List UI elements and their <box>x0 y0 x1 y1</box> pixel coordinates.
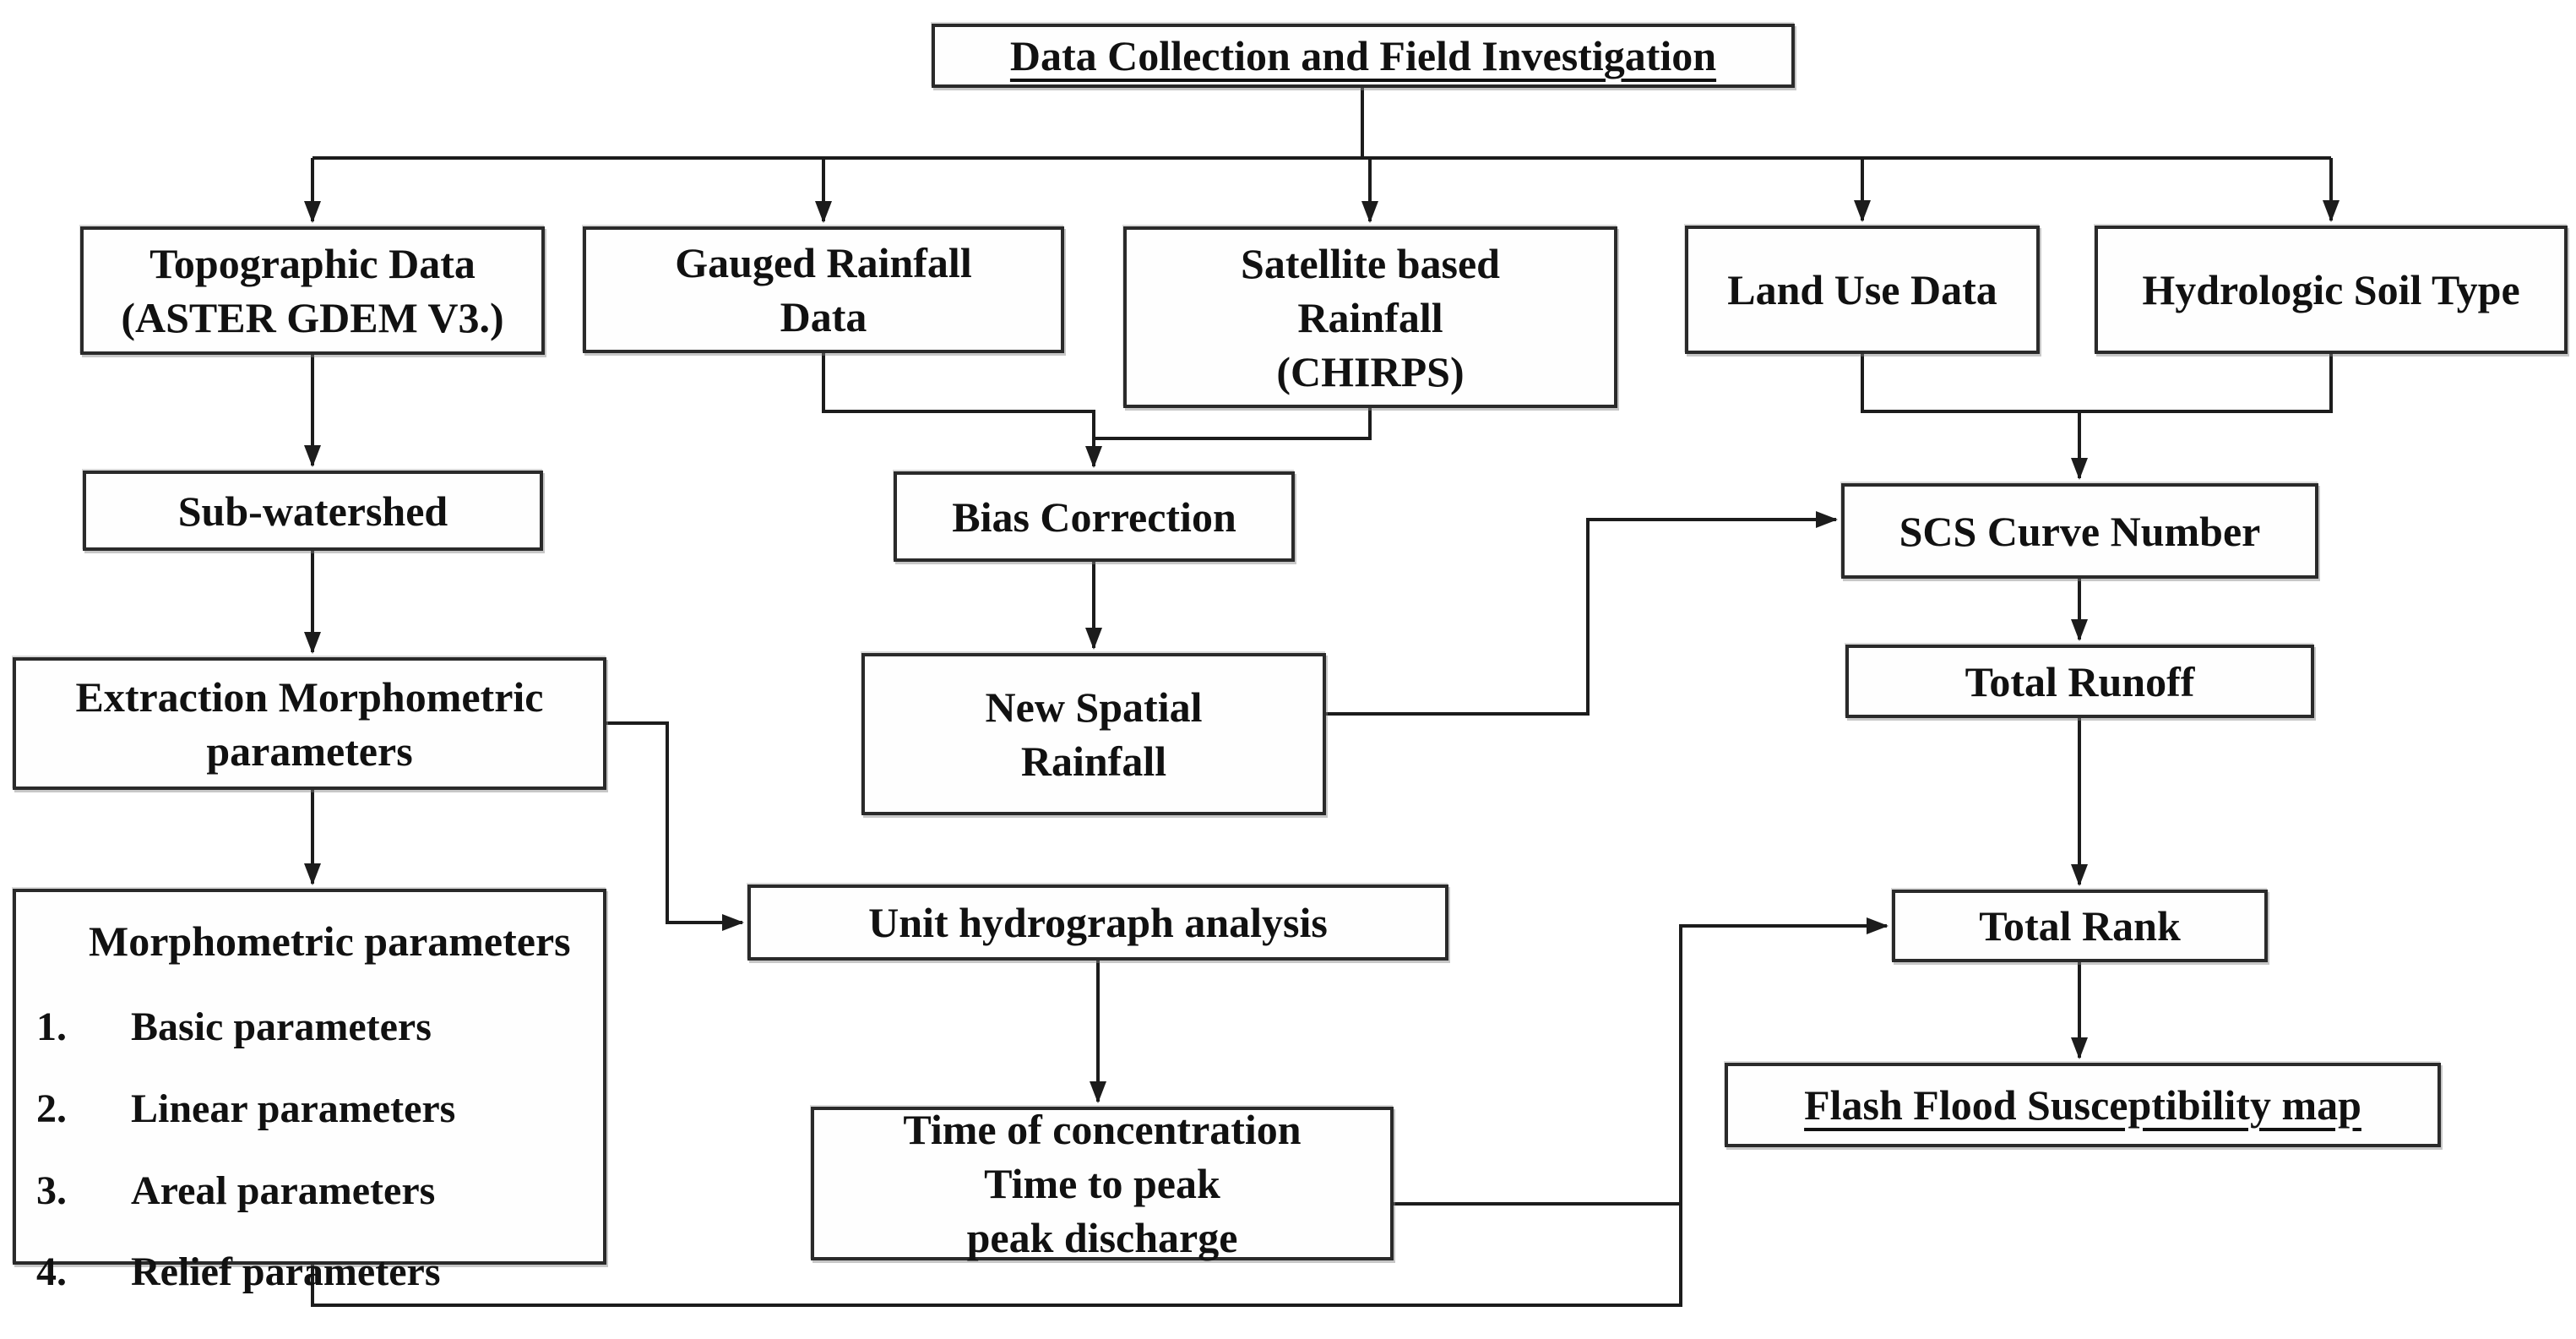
node-label-scs-curve-number: SCS Curve Number <box>1899 507 2261 555</box>
flowchart-node-new-spatial-rainfall: New Spatial Rainfall <box>861 653 1326 815</box>
node-label-flash-flood-susceptibility-map: Flash Flood Susceptibility map <box>1804 1081 2361 1129</box>
node-label-time-of-concentration: Time of concentration Time to peak peak … <box>903 1106 1302 1261</box>
list-item-text: Relief parameters <box>131 1249 441 1295</box>
node-label-new-spatial-rainfall: New Spatial Rainfall <box>985 683 1203 785</box>
list-item: 1. Basic parameters <box>36 1004 595 1050</box>
connector-landuse-hydrologic-merge <box>1861 354 2333 413</box>
node-label-total-rank: Total Rank <box>1979 902 2181 950</box>
flowchart-node-land-use-data: Land Use Data <box>1685 226 2040 354</box>
list-item-text: Basic parameters <box>131 1004 432 1049</box>
connector-satellite-to-merge <box>1094 408 1372 440</box>
flowchart-node-morphometric-parameters: Morphometric parameters 1. Basic parameter… <box>13 889 606 1294</box>
flowchart-node-bias-correction: Bias Correction <box>894 471 1295 562</box>
flowchart-node-unit-hydrograph-analysis: Unit hydrograph analysis <box>747 885 1448 961</box>
flowchart-node-extraction-morphometric-parameters: Extraction Morphometric parameters <box>13 657 606 790</box>
node-label-hydrologic-soil-type: Hydrologic Soil Type <box>2142 266 2520 313</box>
node-label-gauged-rainfall-data: Gauged Rainfall Data <box>675 239 972 340</box>
list-item-text: Areal parameters <box>131 1168 436 1213</box>
flowchart-node-flash-flood-susceptibility-map: Flash Flood Susceptibility map <box>1725 1063 2441 1147</box>
connector-morphometric-bottom-to-rank <box>311 917 1889 1307</box>
list-item-text: Linear parameters <box>131 1086 456 1131</box>
connector-gauged-to-bias <box>822 353 1102 468</box>
list-item: 3. Areal parameters <box>36 1168 595 1214</box>
flowchart-node-gauged-rainfall-data: Gauged Rainfall Data <box>583 226 1064 353</box>
node-label-satellite-based-rainfall: Satellite based Rainfall (CHIRPS) <box>1241 239 1500 395</box>
list-item-number: 1. <box>36 1004 67 1049</box>
flowchart-node-topographic-data: Topographic Data (ASTER GDEM V3.) <box>80 226 545 355</box>
list-item-number: 4. <box>36 1249 67 1295</box>
list-item-number: 2. <box>36 1086 67 1131</box>
node-label-unit-hydrograph-analysis: Unit hydrograph analysis <box>868 899 1328 946</box>
flowchart-node-hydrologic-soil-type: Hydrologic Soil Type <box>2095 226 2568 354</box>
list-item-number: 3. <box>36 1168 67 1213</box>
node-label-land-use-data: Land Use Data <box>1727 266 1997 313</box>
node-label-sub-watershed: Sub-watershed <box>177 487 448 535</box>
flowchart-node-satellite-based-rainfall: Satellite based Rainfall (CHIRPS) <box>1123 226 1617 408</box>
node-label-topographic-data: Topographic Data (ASTER GDEM V3.) <box>121 240 504 341</box>
morphometric-parameter-list: 1. Basic parameters 2. Linear parameters 3. A… <box>36 1004 595 1295</box>
flowchart-node-total-rank: Total Rank <box>1892 890 2268 962</box>
flowchart-node-total-runoff: Total Runoff <box>1845 645 2314 718</box>
list-item: 4. Relief parameters <box>36 1250 595 1295</box>
flowchart-node-sub-watershed: Sub-watershed <box>83 471 543 551</box>
node-label-morphometric-parameters: Morphometric parameters <box>89 917 571 965</box>
list-item: 2. Linear parameters <box>36 1086 595 1132</box>
node-label-bias-correction: Bias Correction <box>952 493 1236 541</box>
node-label-data-collection-title: Data Collection and Field Investigation <box>1009 32 1717 79</box>
connector-extraction-to-unit-hydrograph <box>606 721 744 931</box>
flowchart-node-scs-curve-number: SCS Curve Number <box>1841 483 2318 579</box>
flowchart-node-data-collection-title: Data Collection and Field Investigation <box>932 24 1795 88</box>
node-label-total-runoff: Total Runoff <box>1965 657 2195 705</box>
connector-new-spatial-to-scs <box>1326 511 1838 716</box>
flowchart-node-time-of-concentration: Time of concentration Time to peak peak … <box>811 1106 1394 1261</box>
node-label-extraction-morphometric-parameters: Extraction Morphometric parameters <box>75 672 544 775</box>
